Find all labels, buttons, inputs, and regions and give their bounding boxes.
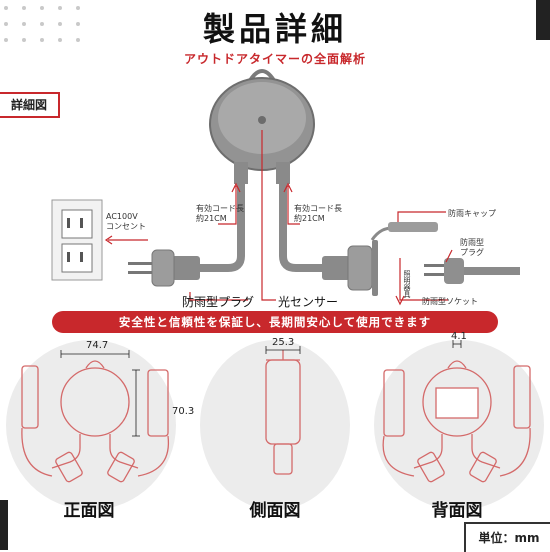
orthographic-views [21,340,531,483]
safety-banner: 安全性と信頼性を保証し、長期間安心して使用できます [52,311,498,333]
label-cord-left: 有効コード長 約21CM [196,204,244,223]
side-view-bg [200,340,350,510]
product-diagram [51,69,520,306]
unit-label: 単位：mm [464,522,550,552]
label-socket: 防雨型ソケット [422,297,478,306]
label-cord-right: 有効コード長 約21CM [294,204,342,223]
label-ac-outlet: AC100V コンセント [106,212,146,231]
dimension-back-width: 4.1 [451,331,467,342]
dimension-front-width: 74.7 [86,340,109,351]
page-title: 製品詳細 [202,10,347,48]
label-cap: 防雨キャップ [448,209,496,218]
corner-accent [536,0,550,40]
dot-grid-decoration [0,0,120,60]
label-sensor: 光センサー [278,295,339,309]
detail-tag: 詳細図 [0,92,60,118]
dimension-side-width: 25.3 [272,337,295,348]
label-plug-right: 防雨型 プラグ [460,238,484,257]
dimension-front-height: 70.3 [172,406,195,417]
label-plug-left: 防雨型プラグ [182,295,255,309]
label-lighting: 照明器具 [403,270,411,298]
back-view-label: 背面図 [431,501,483,521]
side-view-label: 側面図 [249,501,301,521]
front-view-label: 正面図 [63,501,115,521]
corner-accent-bottom [0,500,8,550]
page-subtitle: アウトドアタイマーの全面解析 [183,52,366,66]
